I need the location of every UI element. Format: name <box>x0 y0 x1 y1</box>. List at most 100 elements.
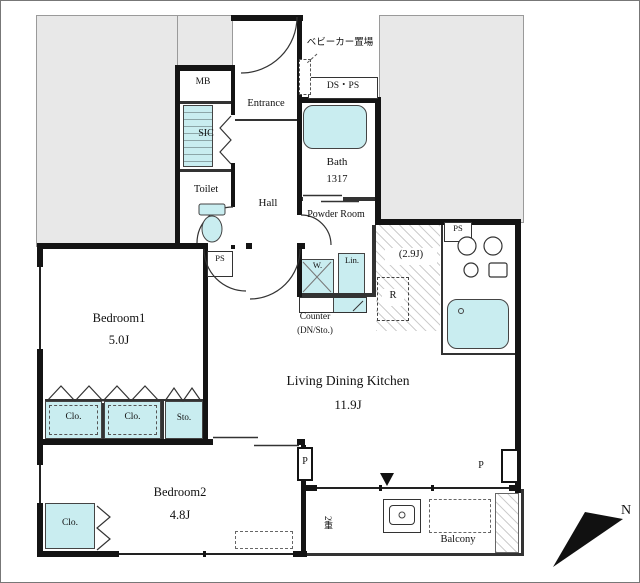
bedroom2-floor-hatch <box>235 531 293 549</box>
slop-sink-basin <box>389 505 415 525</box>
kitchen-size-chip <box>385 248 437 265</box>
label-bath: Bath <box>326 156 348 168</box>
label-ldk-size: 11.9J <box>334 397 362 412</box>
label-ds-ps: DS・PS <box>326 81 360 91</box>
wall <box>375 97 381 225</box>
refrigerator-space <box>377 277 409 321</box>
closet-inner <box>108 405 157 435</box>
window-mullion <box>203 551 206 557</box>
label-compass-n: N <box>620 503 632 518</box>
wall <box>301 445 306 557</box>
exterior-area-left <box>36 15 178 247</box>
wall <box>515 219 521 493</box>
label-closet-1: Clo. <box>65 412 82 422</box>
label-kitchen-size: (2.9J) <box>398 249 424 260</box>
label-ps-upper: PS <box>453 223 463 233</box>
label-hall: Hall <box>258 197 278 209</box>
label-double-sash: 2重 <box>323 516 333 530</box>
kitchen-sink <box>447 299 509 349</box>
wall <box>203 247 208 439</box>
wall <box>231 163 235 207</box>
front-door-arc <box>240 16 298 74</box>
closet-1 <box>45 401 102 439</box>
wall <box>37 243 179 249</box>
wall <box>297 293 375 297</box>
label-closet-3: Clo. <box>61 518 79 528</box>
label-ldk: Living Dining Kitchen <box>286 373 410 388</box>
wall <box>297 15 302 215</box>
north-arrow-icon <box>553 512 623 567</box>
counter-cabinet-sink <box>333 298 366 312</box>
wall <box>175 65 180 249</box>
label-stroller-area: ベビーカー置場 <box>306 38 374 48</box>
exterior-area-right <box>379 15 524 223</box>
refrigerator-chip <box>382 289 404 306</box>
balcony-edge <box>521 489 524 556</box>
label-bedroom2: Bedroom2 <box>153 485 207 499</box>
wall <box>231 15 303 21</box>
wall <box>297 245 302 297</box>
label-bedroom1: Bedroom1 <box>92 311 146 325</box>
wall <box>175 65 235 71</box>
balcony-edge <box>306 553 524 556</box>
closet-inner <box>49 405 98 435</box>
label-bedroom2-size: 4.8J <box>169 508 191 522</box>
balcony-partition <box>495 493 519 553</box>
label-counter: Counter <box>299 312 331 322</box>
balcony-window <box>317 485 509 491</box>
entrance-step <box>235 119 297 121</box>
wall <box>297 243 305 249</box>
counter-edge <box>441 353 517 355</box>
label-sic: SIC <box>198 128 214 139</box>
label-counter-note: (DN/Sto.) <box>297 325 333 335</box>
label-closet-2: Clo. <box>124 412 141 422</box>
stove-icon <box>457 236 508 278</box>
bathtub <box>303 105 367 149</box>
counter-edge <box>441 225 443 355</box>
label-linen: Lin. <box>345 255 359 265</box>
meter-box <box>180 71 227 101</box>
door-opening <box>213 439 297 445</box>
ldk-door-arc <box>249 248 301 300</box>
label-powder-room: Powder Room <box>307 209 365 220</box>
label-storage: Sto. <box>176 412 192 422</box>
wall <box>231 245 235 249</box>
label-entrance: Entrance <box>247 98 285 109</box>
label-toilet: Toilet <box>193 184 219 195</box>
door-opening <box>303 197 343 201</box>
window <box>119 551 293 557</box>
wall <box>178 169 231 172</box>
wall <box>175 243 208 249</box>
label-balcony: Balcony <box>440 534 476 545</box>
wall <box>37 439 209 445</box>
closet-2 <box>104 401 161 439</box>
stroller-niche <box>299 59 311 95</box>
pillar-block-left <box>297 447 313 481</box>
window-mullion <box>431 485 434 491</box>
label-bath-size: 1317 <box>326 174 348 185</box>
toilet-door-arc <box>196 206 234 244</box>
label-refrigerator: R <box>389 290 397 301</box>
wall <box>178 101 231 104</box>
pillar-block-right <box>501 449 519 483</box>
label-ps-lower: PS <box>215 253 225 263</box>
wall <box>45 399 205 401</box>
counter-cabinet <box>299 297 367 313</box>
sic-shelf <box>183 105 213 167</box>
wall <box>246 243 252 249</box>
wall <box>231 71 235 115</box>
ac-outdoor-unit <box>429 499 491 533</box>
window-mullion <box>379 485 382 491</box>
window <box>37 267 43 349</box>
label-bedroom1-size: 5.0J <box>108 333 130 347</box>
label-pillar-left: P <box>302 456 308 467</box>
wall <box>102 403 104 439</box>
wall <box>37 243 43 557</box>
wall <box>297 97 381 103</box>
label-pillar-right: P <box>478 460 484 471</box>
window <box>37 465 43 503</box>
wall <box>161 401 164 439</box>
label-washer: W. <box>312 260 323 270</box>
toilet-icon <box>198 203 226 243</box>
